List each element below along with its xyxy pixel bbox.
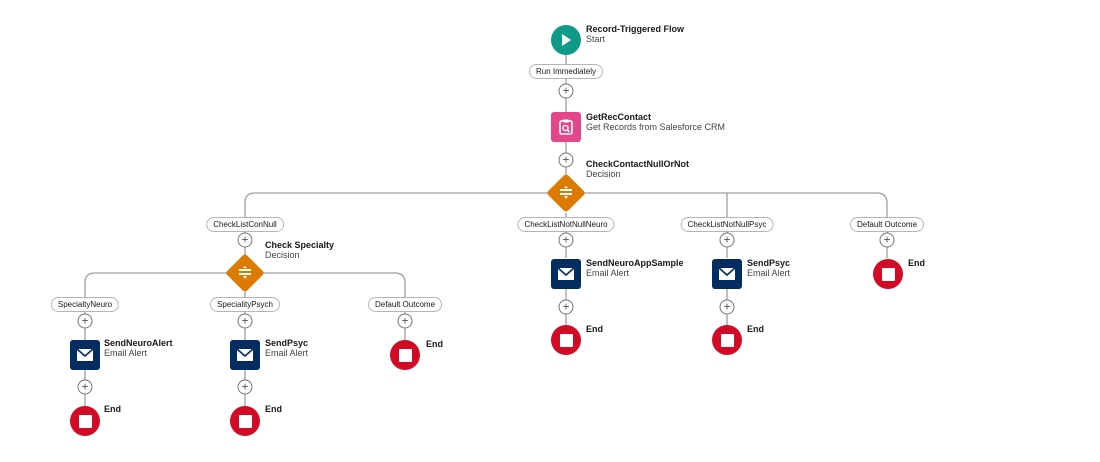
- send-neuro-alert-subtitle: Email Alert: [104, 348, 148, 358]
- envelope-icon[interactable]: [551, 259, 581, 289]
- add-element-button[interactable]: +: [397, 313, 413, 329]
- end-title: End: [265, 404, 282, 414]
- add-element-button[interactable]: +: [237, 232, 253, 248]
- decision-icon[interactable]: [546, 173, 586, 213]
- send-psyc-label: SendPsyc Email Alert: [265, 338, 308, 358]
- send-neuro-app-sample-subtitle: Email Alert: [586, 268, 630, 278]
- send-psyc-label: SendPsyc Email Alert: [747, 258, 790, 278]
- end-icon[interactable]: [230, 406, 260, 436]
- outcome-checklistconnull[interactable]: CheckListConNull: [206, 217, 284, 232]
- clipboard-search-icon[interactable]: [551, 112, 581, 142]
- send-psyc-title: SendPsyc: [747, 258, 791, 268]
- add-element-button[interactable]: +: [719, 299, 735, 315]
- decision-icon[interactable]: [225, 253, 265, 293]
- add-element-button[interactable]: +: [558, 232, 574, 248]
- start-title: Record-Triggered Flow: [586, 24, 685, 34]
- end-icon[interactable]: [390, 340, 420, 370]
- outcome-checklistnotnullneuro[interactable]: CheckListNotNullNeuro: [517, 217, 615, 232]
- send-psyc-subtitle: Email Alert: [747, 268, 791, 278]
- end-icon[interactable]: [70, 406, 100, 436]
- decision-main-label: CheckContactNullOrNot Decision: [586, 159, 689, 179]
- decision-main-subtitle: Decision: [586, 169, 621, 179]
- end-label: End: [747, 324, 764, 334]
- add-element-button[interactable]: +: [558, 299, 574, 315]
- envelope-icon[interactable]: [230, 340, 260, 370]
- start-label: Record-Triggered Flow Start: [586, 24, 684, 44]
- decision-specialty-label: Check Specialty Decision: [265, 240, 334, 260]
- add-element-button[interactable]: +: [237, 313, 253, 329]
- end-title: End: [586, 324, 603, 334]
- add-element-button[interactable]: +: [77, 379, 93, 395]
- send-neuro-app-sample-label: SendNeuroAppSample Email Alert: [586, 258, 684, 278]
- decision-specialty-title: Check Specialty: [265, 240, 335, 250]
- end-label: End: [104, 404, 121, 414]
- end-icon[interactable]: [551, 325, 581, 355]
- send-neuro-alert-title: SendNeuroAlert: [104, 338, 173, 348]
- end-label: End: [586, 324, 603, 334]
- outcome-specialtyneuro[interactable]: SpecialtyNeuro: [50, 297, 120, 312]
- get-rec-contact-title: GetRecContact: [586, 112, 652, 122]
- get-rec-contact-subtitle: Get Records from Salesforce CRM: [586, 122, 726, 132]
- end-label: End: [426, 339, 443, 349]
- end-icon[interactable]: [873, 259, 903, 289]
- end-title: End: [747, 324, 764, 334]
- decision-main-title: CheckContactNullOrNot: [586, 159, 690, 169]
- play-icon[interactable]: [551, 25, 581, 55]
- end-title: End: [426, 339, 443, 349]
- send-psyc-title: SendPsyc: [265, 338, 309, 348]
- get-rec-contact-label: GetRecContact Get Records from Salesforc…: [586, 112, 725, 132]
- outcome-default[interactable]: Default Outcome: [849, 217, 925, 232]
- start-subtitle: Start: [586, 34, 606, 44]
- send-psyc-subtitle: Email Alert: [265, 348, 309, 358]
- add-element-button[interactable]: +: [558, 83, 574, 99]
- outcome-specialitypsych[interactable]: SpecialityPsych: [209, 297, 281, 312]
- end-title: End: [908, 258, 925, 268]
- path-label-run-immediately[interactable]: Run Immediately: [528, 64, 604, 79]
- outcome-default[interactable]: Default Outcome: [367, 297, 443, 312]
- add-element-button[interactable]: +: [237, 379, 253, 395]
- decision-specialty-subtitle: Decision: [265, 250, 300, 260]
- outcome-checklistnotnullpsyc[interactable]: CheckListNotNullPsyc: [680, 217, 774, 232]
- envelope-icon[interactable]: [712, 259, 742, 289]
- envelope-icon[interactable]: [70, 340, 100, 370]
- end-label: End: [908, 258, 925, 268]
- add-element-button[interactable]: +: [558, 152, 574, 168]
- add-element-button[interactable]: +: [77, 313, 93, 329]
- add-element-button[interactable]: +: [879, 232, 895, 248]
- end-icon[interactable]: [712, 325, 742, 355]
- send-neuro-alert-label: SendNeuroAlert Email Alert: [104, 338, 173, 358]
- end-title: End: [104, 404, 121, 414]
- add-element-button[interactable]: +: [719, 232, 735, 248]
- end-label: End: [265, 404, 282, 414]
- send-neuro-app-sample-title: SendNeuroAppSample: [586, 258, 684, 268]
